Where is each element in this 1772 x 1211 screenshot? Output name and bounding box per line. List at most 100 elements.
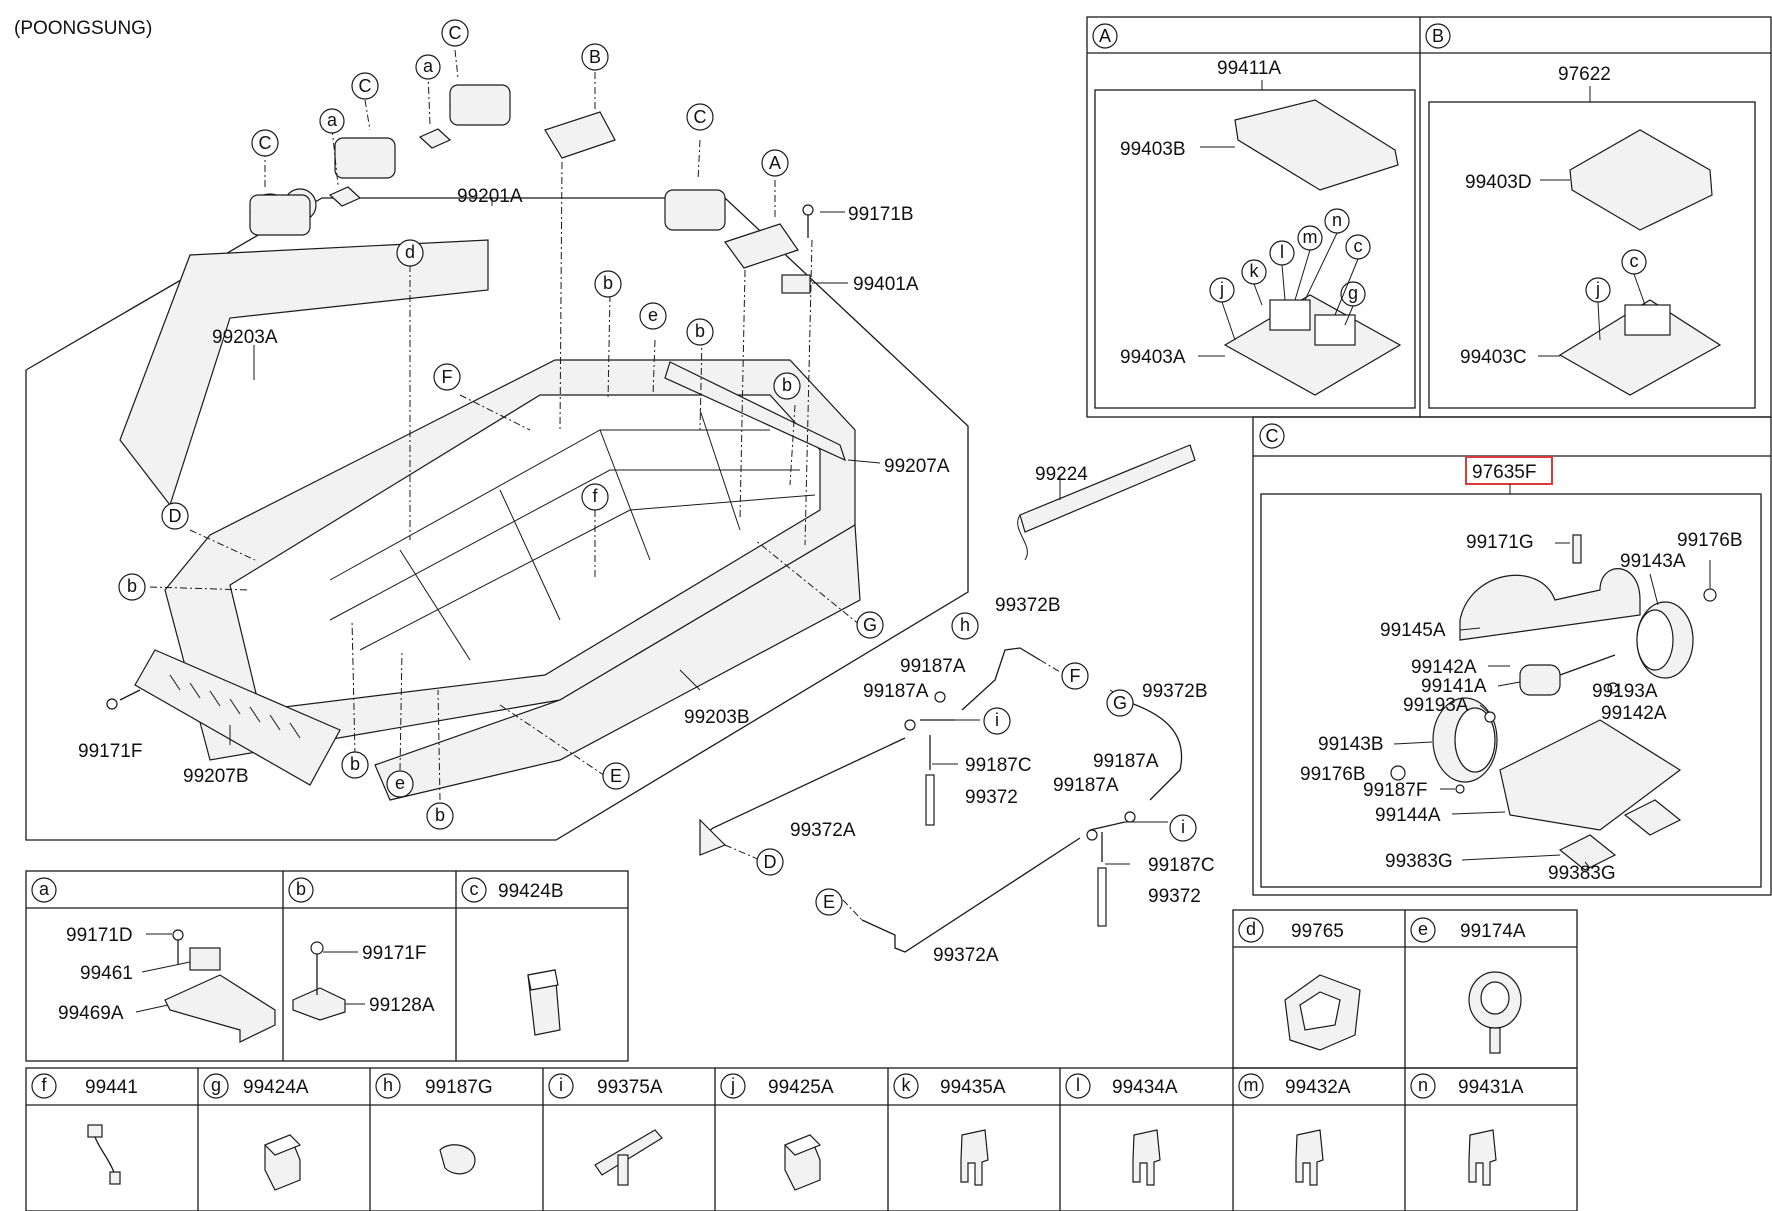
pipe-part-99187a-3: 99187A <box>1093 751 1159 772</box>
box-b-cover <box>1569 129 1713 231</box>
callout-f: f <box>581 483 609 511</box>
svg-text:d: d <box>1246 919 1256 939</box>
part-99193a-2: 99193A <box>1592 681 1658 702</box>
callout-c4: C <box>686 103 714 131</box>
blower-motor-c2 <box>334 137 396 179</box>
part-99201a: 99201A <box>457 186 523 207</box>
svg-text:E: E <box>610 766 622 786</box>
legend-m-letter: m <box>1238 1073 1264 1099</box>
box-b-letter: B <box>1425 23 1451 49</box>
pipe-part-99372b-2: 99372B <box>1142 681 1208 702</box>
svg-text:b: b <box>350 754 360 774</box>
part-99176b-2: 99176B <box>1300 764 1366 785</box>
svg-text:a: a <box>39 879 50 899</box>
svg-text:j: j <box>730 1075 735 1095</box>
pipe-part-99372a-2: 99372A <box>933 945 999 966</box>
svg-text:C: C <box>449 23 462 43</box>
svg-text:G: G <box>863 615 877 635</box>
legend-g-letter: g <box>203 1073 229 1099</box>
legend-a-part1: 99171D <box>66 925 133 946</box>
trim-strip <box>1019 444 1196 533</box>
relay-box-a <box>724 223 799 269</box>
part-99144a: 99144A <box>1375 805 1441 826</box>
legend-d-title: 99765 <box>1291 921 1344 942</box>
part-99171b: 99171B <box>848 204 914 225</box>
callout-F1: F <box>433 363 461 391</box>
pipe-callout-D: D <box>756 848 784 876</box>
box-a-title: 99411A <box>1217 58 1281 79</box>
part-99143a: 99143A <box>1620 551 1686 572</box>
box-a-board-label: 99403A <box>1120 347 1186 368</box>
part-99203b: 99203B <box>684 707 750 728</box>
box-b-j: j <box>1585 277 1611 303</box>
pipe-callout-h: h <box>951 612 979 640</box>
legend-f-letter: f <box>31 1073 57 1099</box>
pipe-callout-i1: i <box>983 707 1011 735</box>
callout-d: d <box>396 239 424 267</box>
gasket-2 <box>1623 799 1682 836</box>
pipe-99372-upper <box>925 774 935 826</box>
callout-b1: b <box>594 270 622 298</box>
part-99207b: 99207B <box>183 766 249 787</box>
callout-G: G <box>856 611 884 639</box>
svg-text:E: E <box>823 892 835 912</box>
svg-text:C: C <box>694 107 707 127</box>
svg-text:b: b <box>695 321 705 341</box>
callout-e2: e <box>386 770 414 798</box>
legend-l-letter: l <box>1065 1073 1091 1099</box>
svg-text:b: b <box>296 879 306 899</box>
callout-E: E <box>602 762 630 790</box>
box-a-c: c <box>1345 234 1371 260</box>
bracket-99469a <box>164 974 276 1043</box>
svg-text:D: D <box>169 506 182 526</box>
pipe-part-99372b-1: 99372B <box>995 595 1061 616</box>
svg-text:e: e <box>1418 919 1428 939</box>
svg-text:A: A <box>769 153 781 173</box>
svg-text:i: i <box>559 1075 563 1095</box>
module-99401a <box>781 274 811 294</box>
svg-text:D: D <box>764 852 777 872</box>
pipe-part-99187c-2: 99187C <box>1148 855 1215 876</box>
legend-d-letter: d <box>1238 917 1264 943</box>
part-99143b: 99143B <box>1318 734 1384 755</box>
callout-e1: e <box>639 302 667 330</box>
svg-text:f: f <box>41 1075 47 1095</box>
sensor-99441 <box>87 1124 103 1138</box>
svg-text:a: a <box>423 56 434 76</box>
block-99461 <box>189 947 221 971</box>
legend-a-part3: 99469A <box>58 1003 124 1024</box>
part-99142a-2: 99142A <box>1601 703 1667 724</box>
svg-text:j: j <box>1219 279 1224 299</box>
legend-h-letter: h <box>375 1073 401 1099</box>
lower-skirt <box>374 523 861 801</box>
box-b-board-label: 99403C <box>1460 347 1527 368</box>
pipe-part-99187c-1: 99187C <box>965 755 1032 776</box>
legend-row2: f 99441 g 99424A h 99187G i 99375A j 994… <box>25 1067 1578 1211</box>
svg-text:c: c <box>470 879 479 899</box>
relay-box-b <box>544 111 616 159</box>
box-b-c: c <box>1621 249 1647 275</box>
box-a-k: k <box>1241 259 1267 285</box>
blower-motor-c3 <box>449 84 511 126</box>
pipe-part-99187a-2: 99187A <box>863 681 929 702</box>
svg-text:b: b <box>127 576 137 596</box>
svg-text:l: l <box>1280 242 1284 262</box>
part-99187f: 99187F <box>1363 780 1427 801</box>
callout-b3: b <box>773 372 801 400</box>
callout-a1: a <box>319 108 345 134</box>
fuse-99435a <box>960 1129 989 1186</box>
part-99142a-1: 99142A <box>1411 657 1477 678</box>
clamp-99187g <box>439 1144 476 1175</box>
legend-b-part1: 99171F <box>362 943 426 964</box>
svg-text:G: G <box>1113 693 1127 713</box>
main-assembly: C a C a C B C A d b e b b F f D b G b e … <box>25 19 1196 841</box>
box-c-letter: C <box>1259 423 1285 449</box>
detail-box-ab: A 99411A 99403B 99403A k l m n c j g B 9… <box>1086 16 1772 418</box>
legend-n-title: 99431A <box>1458 1077 1524 1098</box>
pipe-callout-F: F <box>1061 662 1089 690</box>
callout-c2: C <box>351 72 379 100</box>
pipe-part-99372-2: 99372 <box>1148 886 1201 907</box>
svg-text:c: c <box>1630 251 1639 271</box>
box-a-j: j <box>1209 277 1235 303</box>
legend-m-title: 99432A <box>1285 1077 1351 1098</box>
